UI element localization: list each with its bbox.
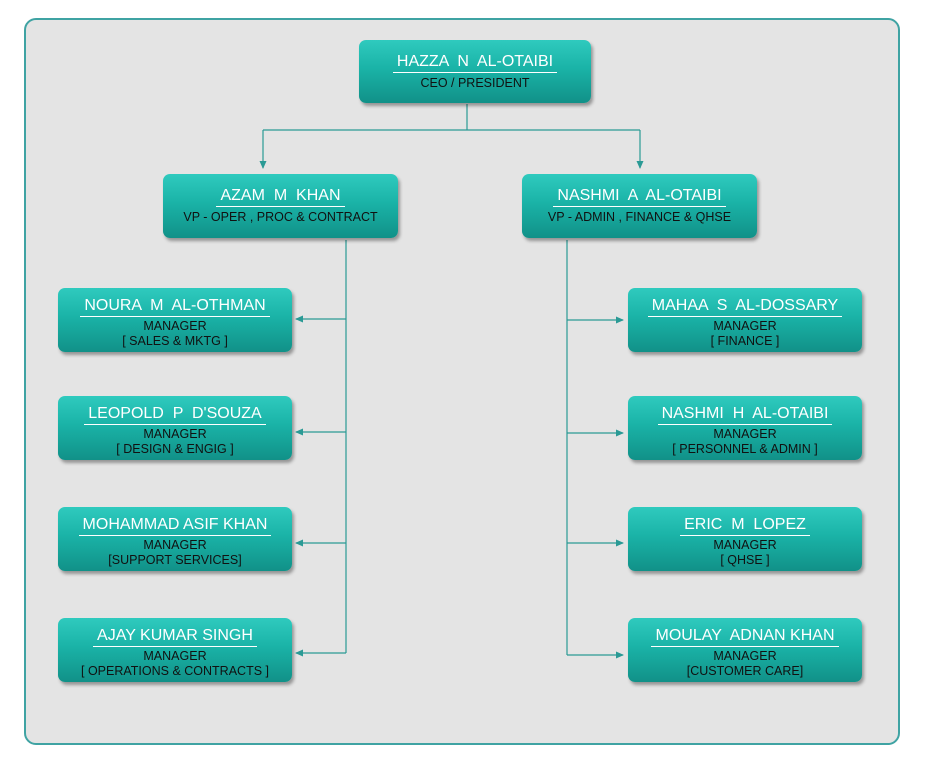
manager-dept: [ PERSONNEL & ADMIN ] [672,442,818,456]
manager-name: AJAY KUMAR SINGH [93,627,257,647]
manager-dept: [ OPERATIONS & CONTRACTS ] [81,664,269,678]
manager-dept: [SUPPORT SERVICES] [108,553,242,567]
ceo-node: HAZZA N AL-OTAIBI CEO / PRESIDENT [359,40,591,103]
manager-name: LEOPOLD P D'SOUZA [84,405,266,425]
manager-dept: [CUSTOMER CARE] [686,664,804,678]
manager-title: MANAGER [713,427,777,441]
vp-right-name: NASHMI A AL-OTAIBI [553,187,726,207]
manager-node-left-3: MOHAMMAD ASIF KHAN MANAGER [SUPPORT SERV… [58,507,292,571]
ceo-title: CEO / PRESIDENT [420,76,530,90]
vp-right-node: NASHMI A AL-OTAIBI VP - ADMIN , FINANCE … [522,174,757,238]
vp-left-node: AZAM M KHAN VP - OPER , PROC & CONTRACT [163,174,398,238]
manager-node-left-4: AJAY KUMAR SINGH MANAGER [ OPERATIONS & … [58,618,292,682]
manager-name: NASHMI H AL-OTAIBI [657,405,833,425]
manager-title: MANAGER [143,649,207,663]
manager-node-left-1: NOURA M AL-OTHMAN MANAGER [ SALES & MKTG… [58,288,292,352]
vp-right-title: VP - ADMIN , FINANCE & QHSE [547,210,732,224]
vp-left-title: VP - OPER , PROC & CONTRACT [183,210,378,224]
manager-node-right-4: MOULAY ADNAN KHAN MANAGER [CUSTOMER CARE… [628,618,862,682]
manager-node-right-1: MAHAA S AL-DOSSARY MANAGER [ FINANCE ] [628,288,862,352]
manager-title: MANAGER [143,319,207,333]
manager-title: MANAGER [713,649,777,663]
manager-name: MOULAY ADNAN KHAN [651,627,839,647]
manager-node-right-3: ERIC M LOPEZ MANAGER [ QHSE ] [628,507,862,571]
manager-name: MAHAA S AL-DOSSARY [647,297,843,317]
manager-title: MANAGER [713,319,777,333]
manager-name: MOHAMMAD ASIF KHAN [78,516,272,536]
manager-name: NOURA M AL-OTHMAN [80,297,270,317]
manager-dept: [ FINANCE ] [710,334,780,348]
manager-name: ERIC M LOPEZ [680,516,810,536]
manager-node-left-2: LEOPOLD P D'SOUZA MANAGER [ DESIGN & ENG… [58,396,292,460]
manager-dept: [ SALES & MKTG ] [122,334,228,348]
vp-left-name: AZAM M KHAN [216,187,345,207]
manager-dept: [ QHSE ] [720,553,770,567]
manager-dept: [ DESIGN & ENGIG ] [116,442,234,456]
ceo-name: HAZZA N AL-OTAIBI [392,53,558,73]
manager-title: MANAGER [713,538,777,552]
manager-node-right-2: NASHMI H AL-OTAIBI MANAGER [ PERSONNEL &… [628,396,862,460]
manager-title: MANAGER [143,538,207,552]
manager-title: MANAGER [143,427,207,441]
